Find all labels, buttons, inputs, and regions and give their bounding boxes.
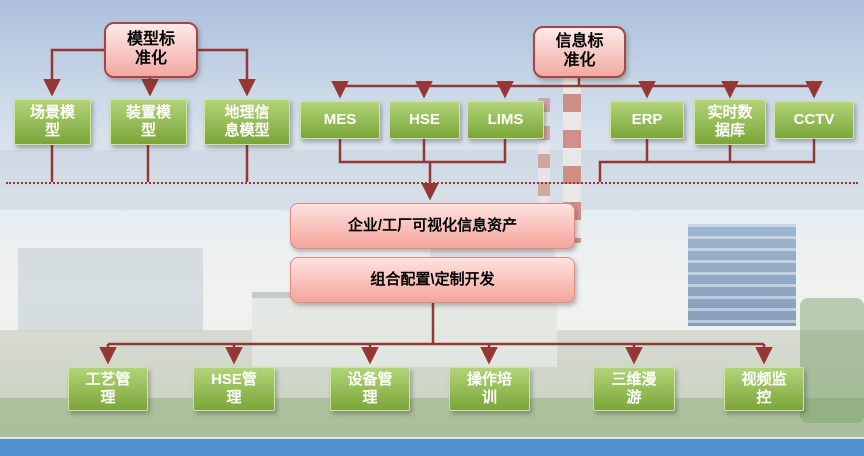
node-lims: LIMS bbox=[467, 101, 544, 139]
node-process-mgmt: 工艺管 理 bbox=[68, 367, 148, 411]
background-trees bbox=[800, 298, 864, 423]
node-device-model: 装置模 型 bbox=[110, 99, 187, 145]
node-equipment-mgmt: 设备管 理 bbox=[330, 367, 410, 411]
node-realtime-db: 实时数 据库 bbox=[694, 99, 766, 145]
node-mes: MES bbox=[300, 101, 380, 139]
node-info-asset: 企业/工厂可视化信息资产 bbox=[290, 203, 575, 249]
node-cctv: CCTV bbox=[774, 101, 854, 139]
node-hse: HSE bbox=[389, 101, 460, 139]
node-model-standardization: 模型标 准化 bbox=[104, 22, 198, 78]
node-operation-training: 操作培 训 bbox=[449, 367, 530, 411]
background-chimney bbox=[563, 58, 581, 243]
node-info-standardization: 信息标 准化 bbox=[533, 26, 626, 78]
node-video-surveillance: 视频监 控 bbox=[724, 367, 804, 411]
background-road bbox=[0, 437, 864, 456]
background-building-blue bbox=[688, 224, 796, 326]
node-gis-model: 地理信 息模型 bbox=[204, 99, 290, 145]
dotted-separator bbox=[6, 182, 858, 184]
node-config-dev: 组合配置\定制开发 bbox=[290, 257, 575, 303]
node-hse-mgmt: HSE管 理 bbox=[193, 367, 275, 411]
node-erp: ERP bbox=[610, 101, 684, 139]
node-3d-roaming: 三维漫 游 bbox=[593, 367, 675, 411]
background-building-left bbox=[18, 248, 203, 333]
node-scene-model: 场景模 型 bbox=[14, 99, 91, 145]
